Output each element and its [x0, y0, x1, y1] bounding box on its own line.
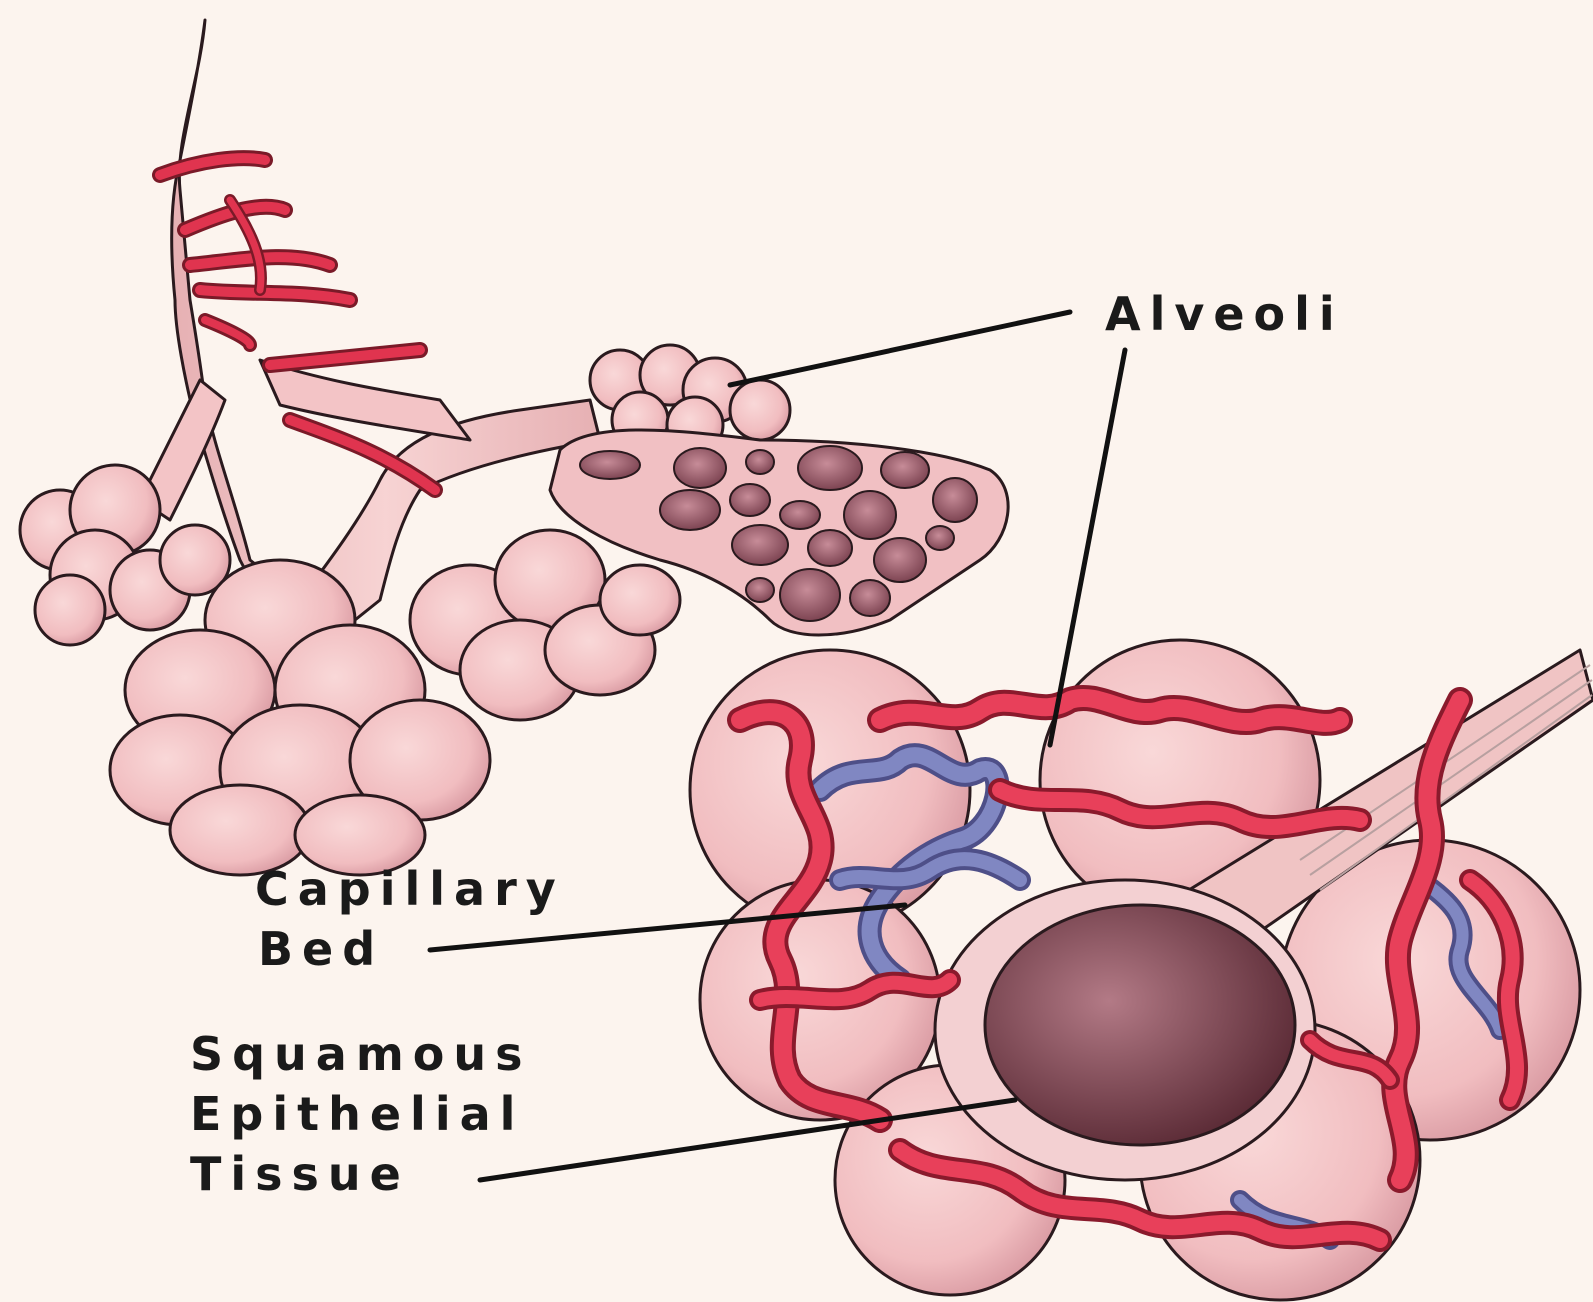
label-capillary-bed-line1: Capillary — [255, 862, 565, 916]
label-squamous-line1: Squamous — [190, 1027, 532, 1081]
magnified-alveolus — [690, 640, 1593, 1300]
alveoli-leader-top — [730, 312, 1070, 385]
label-squamous-line2: Epithelial — [190, 1087, 524, 1141]
label-squamous-line3: Tissue — [190, 1147, 410, 1201]
label-capillary-bed-line2: Bed — [258, 922, 384, 976]
alveolar-cluster-left — [20, 465, 230, 645]
central-alveolus-cavity — [985, 905, 1295, 1145]
label-alveoli: Alveoli — [1105, 287, 1344, 341]
